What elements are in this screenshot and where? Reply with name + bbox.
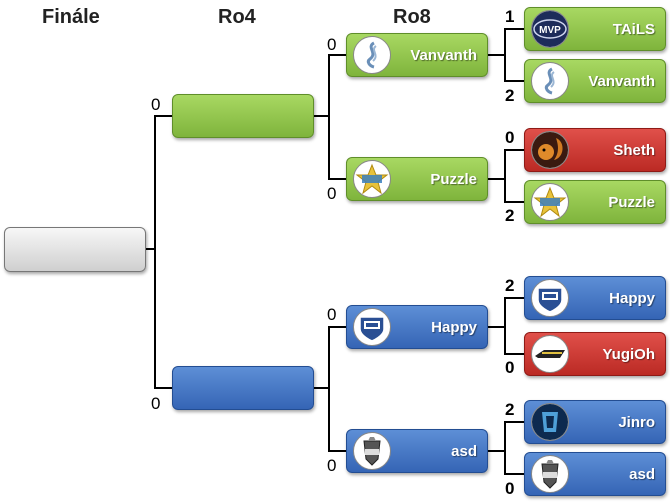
- header-ro4: Ro4: [218, 6, 256, 28]
- ro8-slot-happy-score: 0: [327, 305, 337, 324]
- fou-knight-logo-icon: [531, 455, 569, 493]
- ro4-slot-2[interactable]: [172, 366, 314, 410]
- ro8-slot-vanvanth-score: 0: [327, 35, 337, 54]
- ro8-slot-asd-name: asd: [451, 442, 477, 460]
- ro16-slot-puzzle-name: Puzzle: [608, 193, 655, 211]
- ro16-slot-yugioh[interactable]: YugiOh: [524, 332, 666, 376]
- shield-logo-icon: [531, 279, 569, 317]
- ro4-slot-1-score: 0: [151, 95, 161, 114]
- ro16-slot-happy-score: 2: [505, 276, 515, 295]
- ro16-slot-vanvanth[interactable]: Vanvanth: [524, 59, 666, 103]
- ro4-slot-2-score: 0: [151, 394, 161, 413]
- ro16-slot-asd-name: asd: [629, 465, 655, 483]
- ro8-slot-puzzle-score: 0: [327, 184, 337, 203]
- ro16-slot-jinro[interactable]: Jinro: [524, 400, 666, 444]
- racing-logo-icon: [531, 335, 569, 373]
- ro8-slot-asd[interactable]: asd: [346, 429, 488, 473]
- ro16-slot-vanvanth-score: 2: [505, 86, 515, 105]
- ro16-slot-yugioh-score: 0: [505, 358, 515, 377]
- ro16-slot-tails-name: TAiLS: [612, 20, 655, 38]
- fou-knight-logo-icon: [353, 432, 391, 470]
- header-ro8: Ro8: [393, 6, 431, 28]
- liquid-logo-icon: [531, 403, 569, 441]
- ro16-slot-puzzle-score: 2: [505, 206, 515, 225]
- ro16-slot-sheth[interactable]: Sheth: [524, 128, 666, 172]
- ro8-slot-happy[interactable]: Happy: [346, 305, 488, 349]
- ro16-slot-vanvanth-name: Vanvanth: [588, 72, 655, 90]
- ro16-slot-tails-score: 1: [505, 7, 515, 26]
- svg-text:MVP: MVP: [539, 25, 561, 36]
- ro16-slot-puzzle[interactable]: Puzzle: [524, 180, 666, 224]
- ro16-slot-yugioh-name: YugiOh: [602, 345, 656, 363]
- star-emblem-logo-icon: [531, 183, 569, 221]
- stylized-s-logo-icon: [353, 36, 391, 74]
- ro16-slot-jinro-score: 2: [505, 400, 515, 419]
- star-emblem-logo-icon: [353, 160, 391, 198]
- ro16-slot-sheth-name: Sheth: [613, 141, 655, 159]
- ro8-slot-vanvanth-name: Vanvanth: [410, 46, 477, 64]
- ro16-slot-happy-name: Happy: [609, 289, 655, 307]
- ro8-slot-puzzle-name: Puzzle: [430, 170, 477, 188]
- stylized-s-logo-icon: [531, 62, 569, 100]
- squirrel-logo-icon: [531, 131, 569, 169]
- ro4-slot-1[interactable]: [172, 94, 314, 138]
- header-final: Finále: [42, 6, 100, 28]
- ro8-slot-happy-name: Happy: [431, 318, 477, 336]
- ro16-slot-happy[interactable]: Happy: [524, 276, 666, 320]
- ro8-slot-asd-score: 0: [327, 456, 337, 475]
- mvp-logo-icon: MVP: [531, 10, 569, 48]
- ro16-slot-asd[interactable]: asd: [524, 452, 666, 496]
- final-match-box[interactable]: [4, 227, 146, 272]
- shield-logo-icon: [353, 308, 391, 346]
- ro16-slot-jinro-name: Jinro: [618, 413, 655, 431]
- ro8-slot-puzzle[interactable]: Puzzle: [346, 157, 488, 201]
- ro8-slot-vanvanth[interactable]: Vanvanth: [346, 33, 488, 77]
- ro16-slot-sheth-score: 0: [505, 128, 515, 147]
- ro16-slot-asd-score: 0: [505, 479, 515, 498]
- ro16-slot-tails[interactable]: MVP TAiLS: [524, 7, 666, 51]
